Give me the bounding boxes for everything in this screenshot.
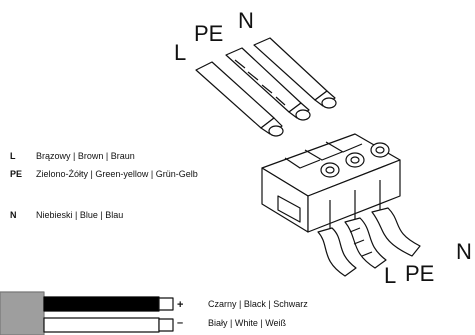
legend-text-n: Niebieski | Blue | Blau bbox=[36, 210, 124, 220]
label-l-bottom: L bbox=[384, 263, 397, 288]
dc-plus-text: Czarny | Black | Schwarz bbox=[208, 299, 308, 309]
label-n-bottom: N bbox=[456, 239, 472, 264]
label-pe-bottom: PE bbox=[405, 261, 435, 286]
legend-text-pe: Zielono-Żółty | Green-yellow | Grün-Gelb bbox=[36, 169, 198, 179]
legend-code-n: N bbox=[10, 210, 17, 220]
legend-code-l: L bbox=[10, 151, 16, 161]
legend-code-pe: PE bbox=[10, 169, 23, 179]
label-l-top: L bbox=[174, 40, 187, 65]
wire-l-bottom bbox=[317, 227, 357, 277]
wire-n-bottom bbox=[371, 207, 421, 257]
terminal-block bbox=[261, 133, 401, 233]
dc-minus-sign: – bbox=[177, 317, 184, 329]
label-pe-top: PE bbox=[194, 21, 224, 46]
wire-n-top bbox=[253, 37, 337, 109]
wire-l-top bbox=[195, 61, 284, 137]
wire-pe-top bbox=[225, 47, 311, 121]
dc-minus-text: Biały | White | Weiß bbox=[208, 318, 287, 328]
dc-plus-sign: + bbox=[177, 299, 184, 311]
label-n-top: N bbox=[238, 8, 254, 33]
wire-pe-bottom bbox=[344, 217, 387, 269]
legend-text-l: Brązowy | Brown | Braun bbox=[36, 151, 135, 161]
dc-cable bbox=[0, 291, 174, 335]
